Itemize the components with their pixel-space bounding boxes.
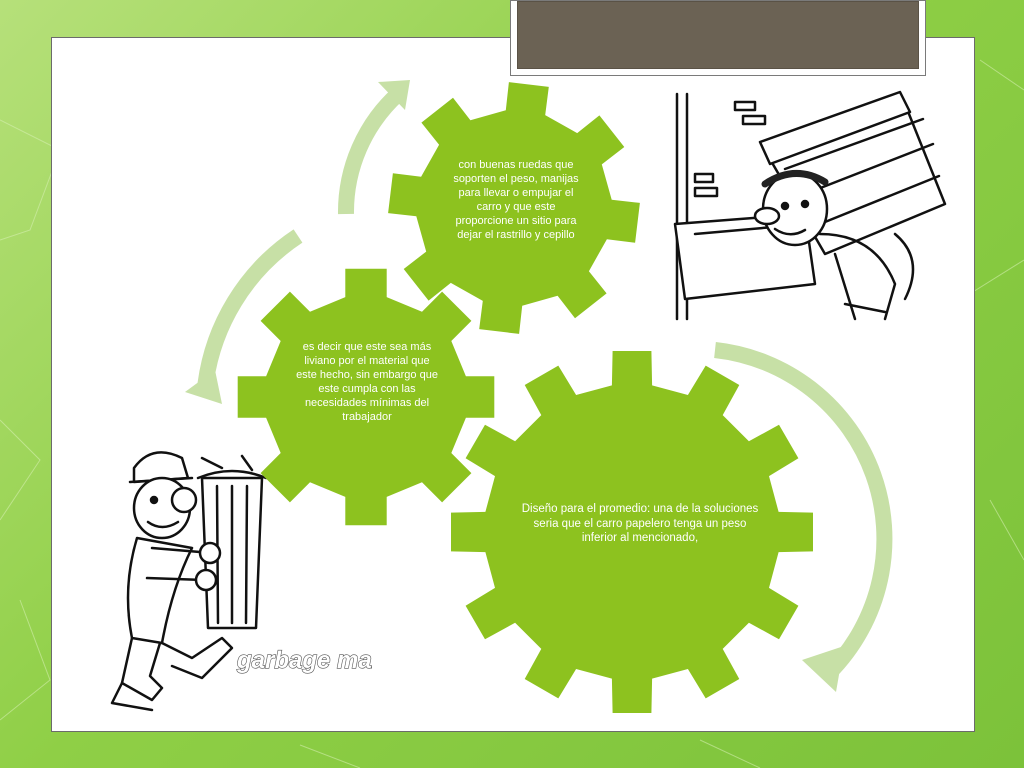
arrowhead-left	[185, 370, 222, 404]
gear-medium[interactable]	[237, 268, 495, 526]
title-fill	[517, 1, 919, 69]
gear-small-text: con buenas ruedas que soporten el peso, …	[453, 159, 579, 242]
gear-small[interactable]	[388, 82, 640, 334]
garbage-man-illustration: garbage man	[110, 451, 372, 712]
gear-medium-text: es decir que este sea más liviano por el…	[296, 341, 438, 424]
arrowhead-top	[378, 80, 410, 110]
arrow-heads	[185, 80, 844, 692]
cycle-arrows	[197, 88, 893, 678]
trash-carrier-illustration	[655, 84, 960, 326]
garbage-man-caption: garbage man	[236, 647, 372, 674]
gear-large-text: Diseño para el promedio: una de la soluc…	[521, 503, 759, 545]
arrow-large-to-medium	[714, 342, 893, 678]
gear-group	[237, 82, 813, 713]
arrow-small-to-large	[337, 88, 404, 215]
gear-large[interactable]	[451, 351, 813, 713]
arrow-medium-to-small	[197, 229, 303, 389]
title-placeholder[interactable]	[510, 0, 926, 76]
arrowhead-bottom	[802, 646, 844, 692]
